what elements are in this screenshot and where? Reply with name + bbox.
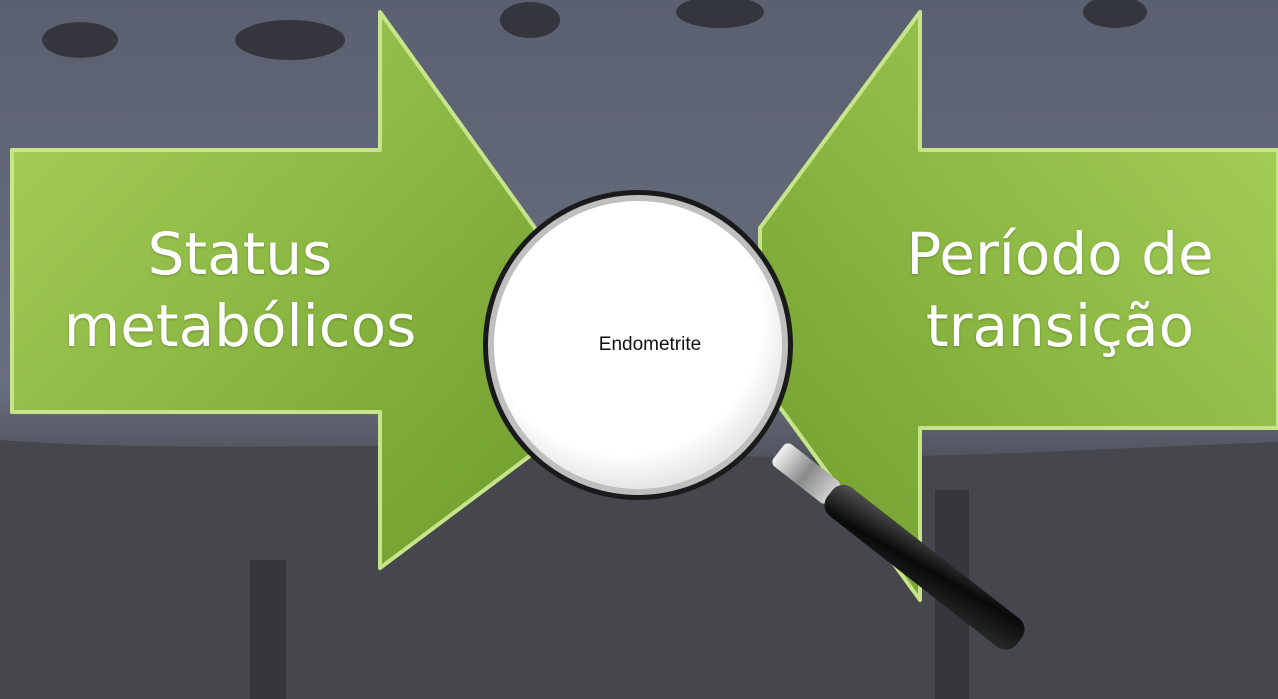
right-arrow-label-line2: transição bbox=[925, 292, 1195, 360]
left-arrow-label: Status metabólicos bbox=[30, 218, 450, 362]
left-arrow-label-line2: metabólicos bbox=[63, 292, 417, 360]
magnifying-glass-icon bbox=[483, 190, 1025, 650]
center-label: Endometrite bbox=[598, 334, 702, 355]
left-arrow-label-line1: Status bbox=[147, 220, 333, 288]
right-arrow-label-line1: Período de bbox=[906, 220, 1214, 288]
right-arrow-label: Período de transição bbox=[860, 218, 1260, 362]
